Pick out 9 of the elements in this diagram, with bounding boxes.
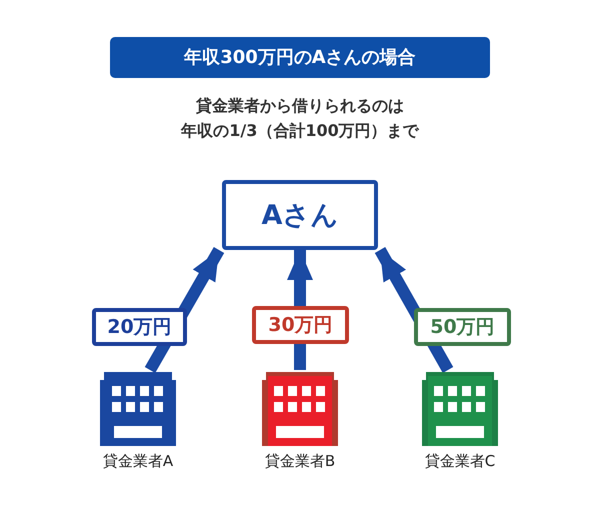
node-label: 貸金業者A <box>102 452 174 471</box>
note-text: 貸金業者から借りられるのは年収の1/3（合計100万円）まで <box>180 95 420 142</box>
node-label: 貸金業者B <box>264 452 336 471</box>
amount-label: 20万円 <box>92 308 187 346</box>
person-box: Aさん <box>222 180 378 250</box>
title-banner: 年収300万円のAさんの場合 <box>110 37 490 78</box>
amount-label: 30万円 <box>252 306 349 344</box>
amount-label: 50万円 <box>414 308 511 346</box>
node-label: 貸金業者C <box>424 452 496 471</box>
